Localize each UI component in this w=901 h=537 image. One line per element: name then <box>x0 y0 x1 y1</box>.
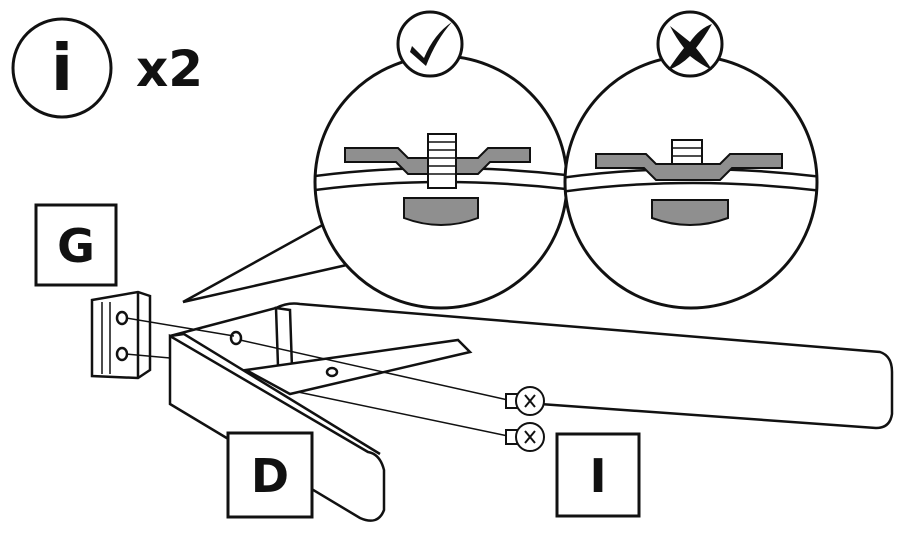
part-label-i-text: I <box>589 449 606 503</box>
screw-upper <box>505 386 545 416</box>
part-label-i: I <box>555 432 641 518</box>
part-label-g-text: G <box>57 219 95 273</box>
part-label-g: G <box>34 203 118 287</box>
checkmark-icon <box>396 10 464 78</box>
cross-icon <box>656 10 724 78</box>
callout-pointer <box>182 220 361 304</box>
quantity-text: x2 <box>136 40 203 98</box>
part-label-d: D <box>226 431 314 519</box>
alignment-lines <box>125 317 509 437</box>
screw-lower <box>505 422 545 452</box>
info-glyph: i <box>51 32 73 106</box>
quantity-badge: i x2 <box>11 17 203 119</box>
bracket-part <box>90 290 152 380</box>
detail-circle-incorrect <box>563 54 819 310</box>
part-label-d-text: D <box>251 449 289 503</box>
info-icon <box>11 17 113 119</box>
detail-circle-correct <box>313 54 569 310</box>
